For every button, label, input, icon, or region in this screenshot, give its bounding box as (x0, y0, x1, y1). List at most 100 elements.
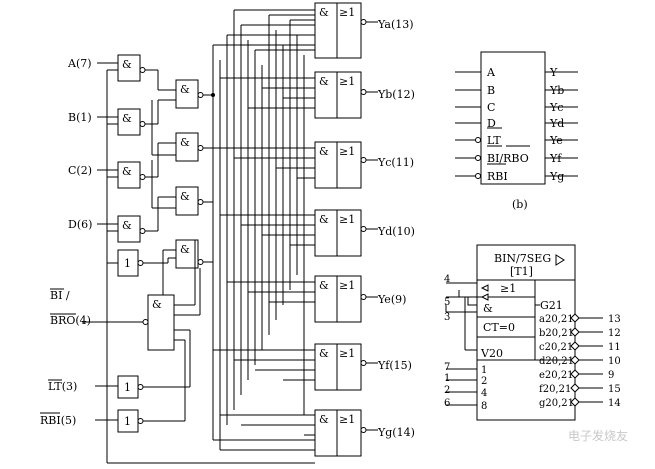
block-output-label: Yb (549, 84, 564, 97)
logic-diagram: A(7) B(1) C(2) D(6) BI / BRO(4) LT(3) RB… (40, 2, 415, 464)
input-label-d: D(6) (68, 218, 92, 231)
input-label-b: B(1) (68, 111, 92, 124)
segment-output-label: e20,21 (539, 370, 574, 381)
input-label-bi: BI / (50, 289, 70, 302)
stage2-and-gate-2: & (175, 132, 204, 162)
segment-output-label: d20,21 (539, 356, 574, 367)
svg-text:&: & (122, 112, 132, 125)
svg-text:1: 1 (124, 381, 131, 394)
input-and-gate-c: & (117, 161, 146, 189)
input-label-rbo: BRO(4) (50, 314, 91, 327)
pin-number-right: 9 (608, 370, 614, 381)
svg-text:≥1: ≥1 (339, 145, 355, 158)
block-input-label: A (486, 66, 496, 79)
watermark-logo: 电子发烧友 (568, 428, 628, 443)
svg-text:&: & (122, 165, 132, 178)
pin-number-right: 10 (608, 356, 621, 367)
triangle-icon (555, 254, 565, 266)
pin-number-left: 1 (444, 373, 450, 384)
output-label-f: Yf(15) (377, 359, 412, 372)
block-output-label: Y (549, 66, 558, 79)
svg-text:≥1: ≥1 (339, 347, 355, 360)
output-gate-a: & ≥1 (314, 2, 367, 59)
block-input-label: RBI (487, 170, 508, 183)
svg-text:&: & (152, 298, 162, 311)
pin-number-left: 5 (444, 297, 450, 308)
segment-output-label: b20,21 (539, 328, 574, 339)
block-output-label: Yd (549, 117, 564, 130)
pin-number-left: 4 (444, 274, 450, 285)
svg-text:&: & (122, 58, 132, 71)
stage2-and-gate-1: & (175, 79, 204, 109)
svg-text:&: & (319, 279, 329, 292)
lt-buffer: 1 (117, 375, 144, 399)
output-gate-g: & ≥1 (314, 409, 367, 457)
block-input-label: BI/RBO (487, 152, 529, 165)
ieee-symbol: BIN/7SEG [T1] ≥1 & CT=0 G21 V20 4537126 … (444, 244, 621, 421)
svg-text:≥1: ≥1 (339, 213, 355, 226)
svg-text:≥1: ≥1 (339, 75, 355, 88)
segment-output-label: a20,21 (539, 314, 574, 325)
open-output-icon (570, 369, 580, 379)
input-label-rbi: RBI(5) (40, 414, 76, 427)
output-label-g: Yg(14) (377, 426, 415, 439)
open-output-icon (570, 397, 580, 407)
open-output-icon (570, 313, 580, 323)
block-input-label: C (487, 101, 495, 114)
block-output-label: Yf (549, 152, 562, 165)
pin-number-right: 14 (608, 398, 621, 409)
input-label-a: A(7) (67, 57, 92, 70)
input-label-lt: LT(3) (48, 380, 77, 393)
output-gate-f: & ≥1 (314, 343, 367, 391)
segment-output-label: g20,21 (539, 398, 574, 409)
svg-text:&: & (180, 83, 190, 96)
open-output-icon (570, 341, 580, 351)
stage2-and-gate-3: & (175, 186, 204, 216)
segment-output-label: c20,21 (539, 342, 573, 353)
block-input-label: LT (487, 134, 501, 147)
open-output-icon (570, 355, 580, 365)
stage2-and-gate-4: & (175, 239, 204, 269)
output-label-d: Yd(10) (377, 225, 415, 238)
weight-label: 4 (481, 388, 487, 399)
ieee-title: BIN/7SEG (494, 252, 551, 265)
svg-text:≥1: ≥1 (339, 6, 355, 19)
segment-output-label: f20,21 (539, 384, 571, 395)
pin-number-left: 7 (444, 362, 450, 373)
block-output-label: Yg (549, 170, 564, 183)
svg-text:V20: V20 (480, 347, 503, 360)
output-gate-b: & ≥1 (314, 71, 367, 119)
output-label-e: Ye(9) (377, 293, 406, 306)
pin-number-right: 11 (608, 342, 621, 353)
lt-inverter-buffer: 1 (117, 249, 144, 277)
svg-text:G21: G21 (540, 299, 563, 312)
pin-number-left: 2 (444, 385, 450, 396)
output-gate-e: & ≥1 (314, 275, 367, 323)
input-and-gate-d: & (117, 215, 146, 243)
block-input-label: B (487, 84, 495, 97)
block-symbol-caption: (b) (512, 198, 528, 211)
pin-number-right: 13 (608, 314, 621, 325)
svg-text:≥1: ≥1 (339, 279, 355, 292)
block-output-label: Ye (549, 134, 563, 147)
output-label-c: Yc(11) (377, 156, 414, 169)
pin-number-left: 3 (444, 312, 450, 323)
weight-label: 1 (481, 365, 487, 376)
open-output-icon (570, 327, 580, 337)
svg-text:≥1: ≥1 (500, 282, 516, 295)
svg-text:≥1: ≥1 (339, 413, 355, 426)
block-output-label: Yc (549, 101, 563, 114)
input-label-c: C(2) (68, 164, 92, 177)
bi-rbo-and-gate: & (142, 294, 175, 351)
pin-number-left: 6 (444, 398, 450, 409)
arrow-in-icon (480, 284, 489, 292)
output-gate-d: & ≥1 (314, 209, 367, 257)
output-gate-c: & ≥1 (314, 141, 367, 189)
svg-text:&: & (319, 145, 329, 158)
weight-label: 8 (481, 401, 487, 412)
svg-text:&: & (180, 243, 190, 256)
svg-text:1: 1 (124, 415, 131, 428)
input-and-gate-a: & (117, 54, 146, 82)
